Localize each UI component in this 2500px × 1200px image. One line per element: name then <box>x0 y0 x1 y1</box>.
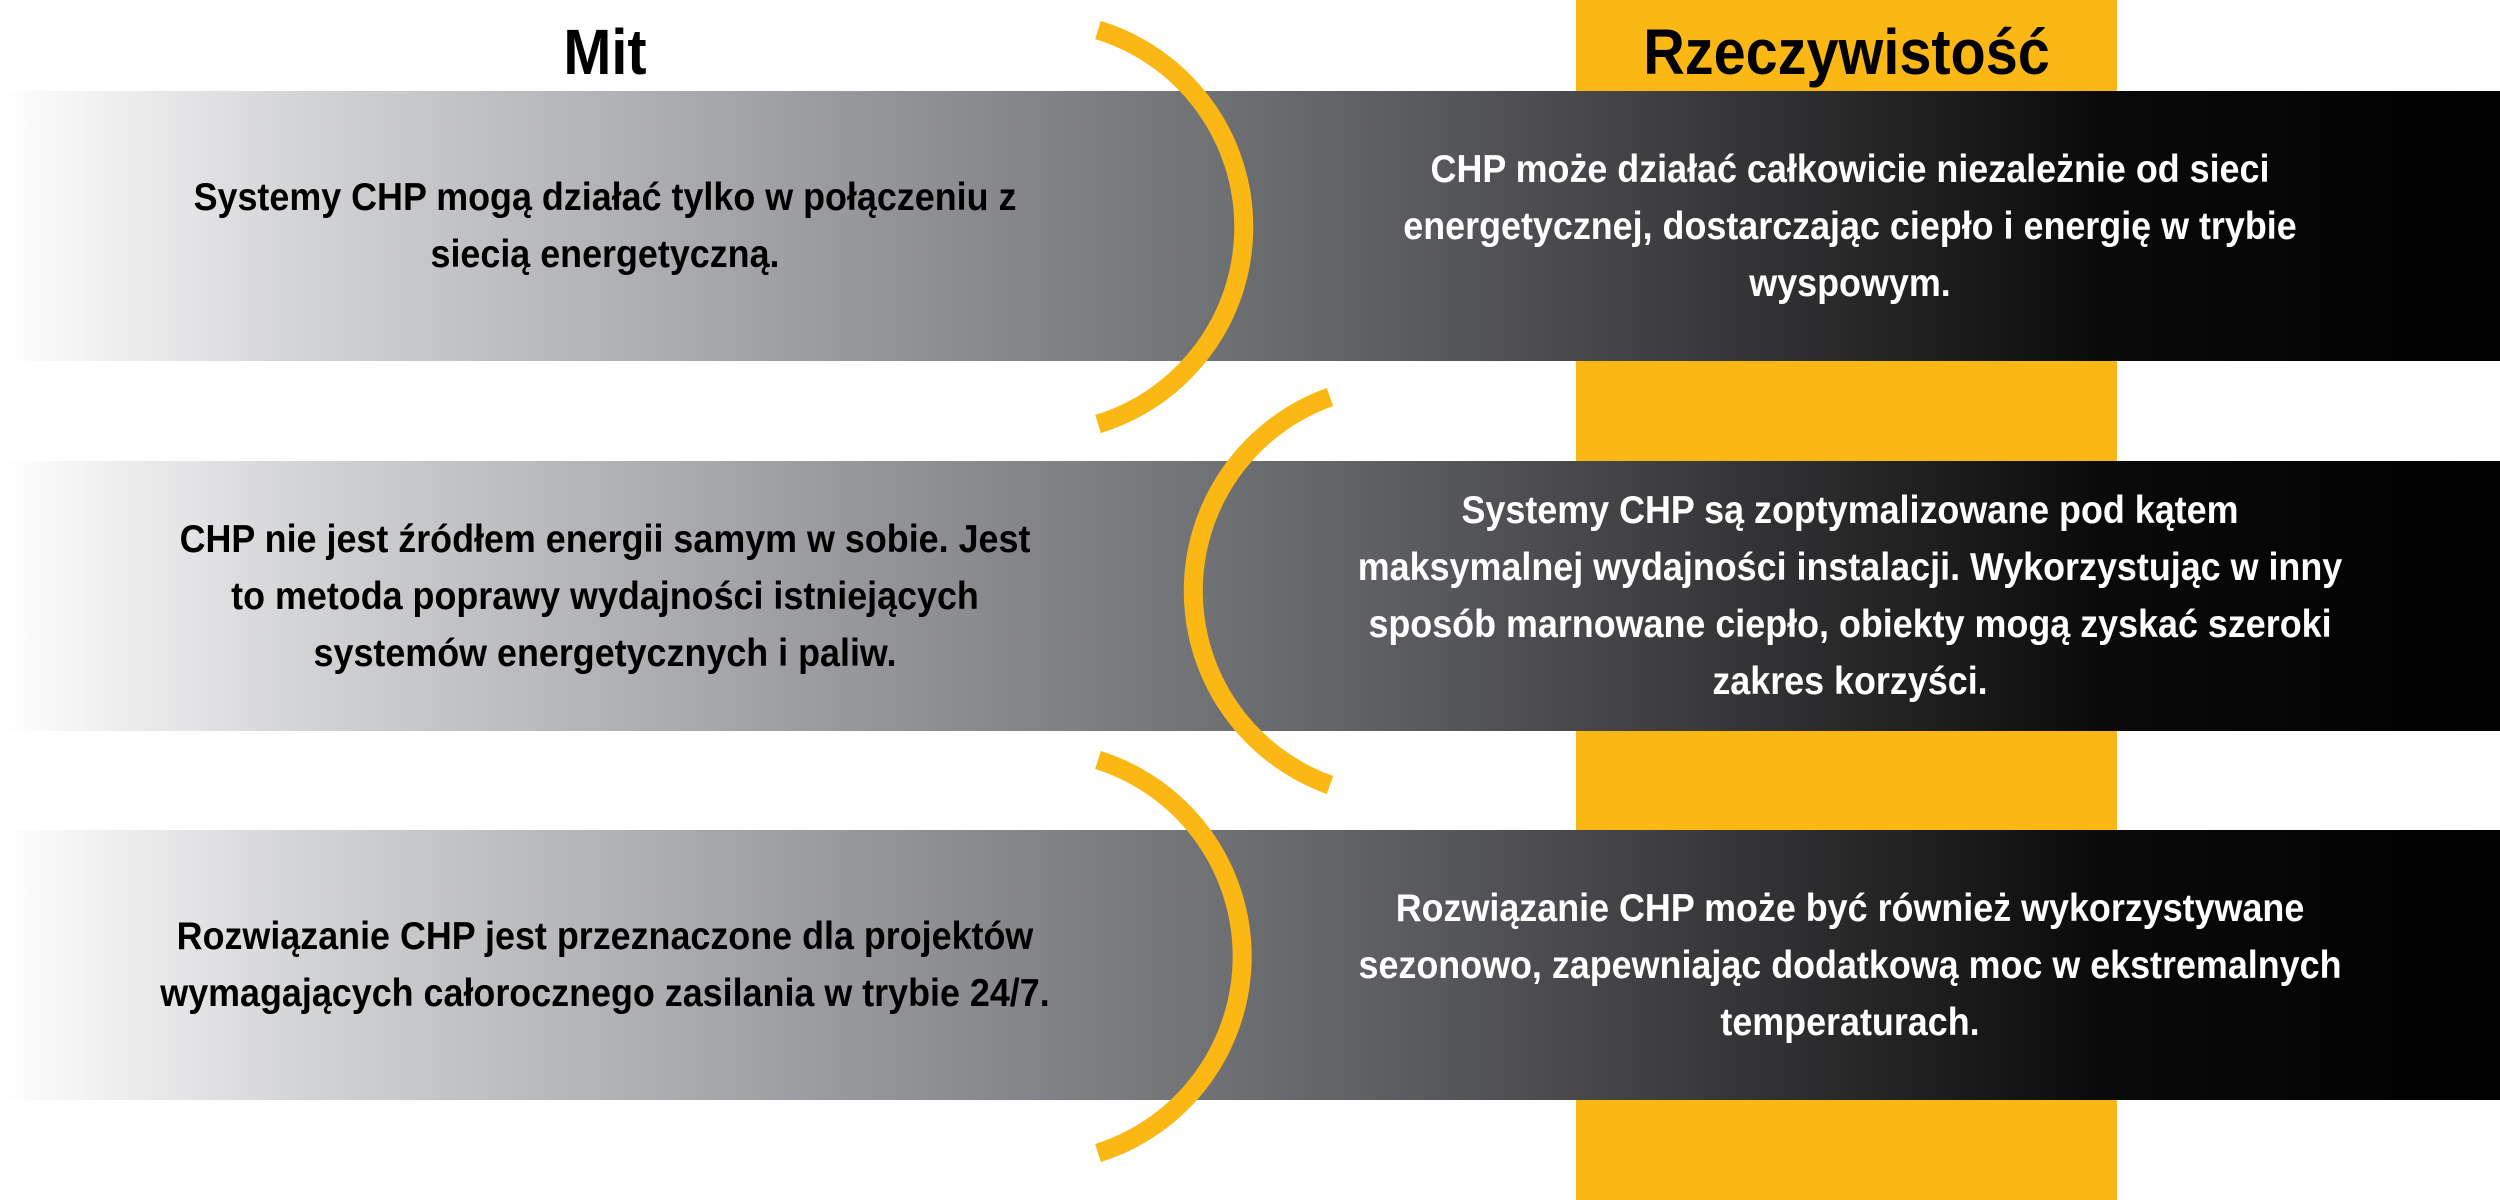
reality-text-2: Systemy CHP są zoptymalizowane pod kątem… <box>1357 489 2343 703</box>
myth-header: Mit <box>563 16 647 88</box>
reality-text-3: Rozwiązanie CHP może być również wykorzy… <box>1358 886 2342 1044</box>
arc-right-1 <box>1095 20 1254 434</box>
myth-text-2: CHP nie jest źródłem energii samym w sob… <box>179 517 1031 675</box>
reality-header: Rzeczywistość <box>1643 16 2050 88</box>
arc-left-2 <box>1183 388 1334 794</box>
arc-right-3 <box>1095 750 1252 1163</box>
myth-text-1: Systemy CHP mogą działać tylko w połącze… <box>193 176 1017 276</box>
myth-text-3: Rozwiązanie CHP jest przeznaczone dla pr… <box>160 915 1050 1015</box>
reality-text-1: CHP może działać całkowicie niezależnie … <box>1403 147 2297 305</box>
row-band-2 <box>0 461 2500 731</box>
